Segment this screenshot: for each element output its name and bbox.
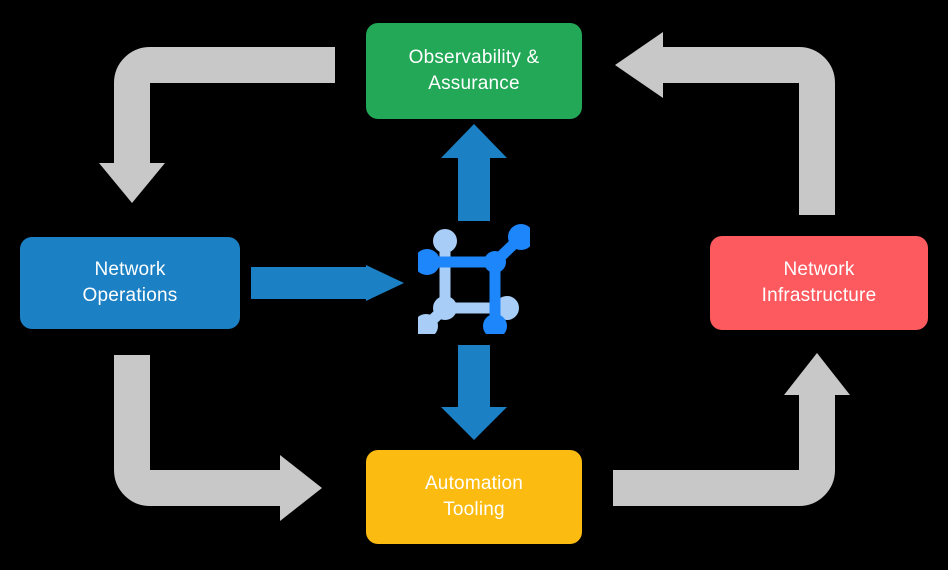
node-network-operations[interactable]: Network Operations — [20, 237, 240, 329]
arrow-automation-to-infrastructure — [613, 353, 850, 506]
arrow-operations-to-center — [251, 265, 404, 301]
node-network-infrastructure[interactable]: Network Infrastructure — [710, 236, 928, 330]
node-automation-tooling[interactable]: Automation Tooling — [366, 450, 582, 544]
arrow-observability-to-operations — [99, 47, 335, 203]
topology-light-nodes — [418, 229, 519, 334]
arrow-center-to-observability — [441, 124, 507, 221]
node-observability-assurance[interactable]: Observability & Assurance — [366, 23, 582, 119]
arrow-infrastructure-to-observability — [615, 32, 835, 215]
arrow-operations-to-automation — [114, 355, 322, 521]
network-topology-icon — [418, 224, 530, 334]
topology-bright-nodes — [418, 224, 530, 334]
blue-arrow-group — [251, 124, 507, 440]
gray-arrow-group — [99, 32, 850, 521]
arrow-center-to-automation — [441, 345, 507, 440]
